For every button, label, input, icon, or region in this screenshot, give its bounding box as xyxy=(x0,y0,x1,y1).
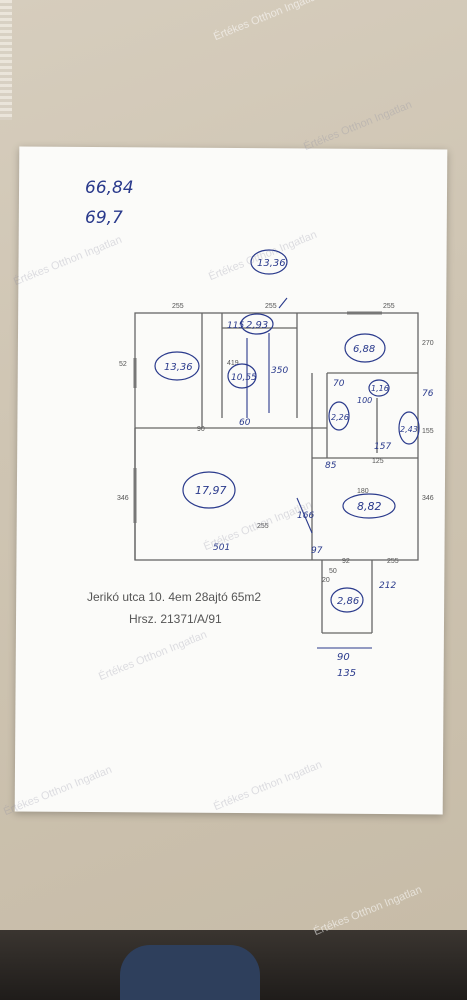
walls xyxy=(134,312,419,634)
dim-right-270: 270 xyxy=(422,340,434,347)
address-line-2: Hrsz. 21371/A/91 xyxy=(129,612,222,626)
dim-419: 419 xyxy=(227,360,239,367)
floor-plan-drawing: 66,84 69,7 13,36 255 255 255 270 xyxy=(85,178,434,679)
room-13-36: 13,36 xyxy=(164,362,193,373)
hand-76: 76 xyxy=(422,389,434,399)
dim-top-left: 255 xyxy=(172,303,184,310)
hand-135: 135 xyxy=(337,668,356,679)
room-17-97: 17,97 xyxy=(195,484,227,497)
dim-90: 90 xyxy=(197,426,205,433)
windows xyxy=(133,311,382,523)
hand-115: 115 xyxy=(227,321,244,331)
hand-157: 157 xyxy=(374,442,391,452)
dim-top-right: 255 xyxy=(383,303,395,310)
hand-60: 60 xyxy=(239,418,251,428)
address-line-1: Jerikó utca 10. 4em 28ajtó 65m2 xyxy=(87,590,261,604)
hand-90: 90 xyxy=(337,652,350,663)
hand-85: 85 xyxy=(325,461,337,471)
hand-350: 350 xyxy=(271,366,288,376)
note-area-2: 69,7 xyxy=(85,208,123,228)
dim-180: 180 xyxy=(357,488,369,495)
hand-marks xyxy=(246,297,372,649)
room-10-55: 10,55 xyxy=(231,373,257,383)
hand-501: 501 xyxy=(213,543,230,553)
hand-97: 97 xyxy=(311,546,323,556)
hand-100: 100 xyxy=(357,396,372,405)
dim-left-52: 52 xyxy=(119,361,127,368)
person-leg xyxy=(120,945,260,1000)
room-6-88: 6,88 xyxy=(353,344,375,355)
hand-70: 70 xyxy=(333,379,345,389)
dim-bottom-255: 255 xyxy=(387,558,399,565)
dim-top-mid: 255 xyxy=(265,303,277,310)
room-1-16: 1,16 xyxy=(371,384,389,393)
dim-92: 92 xyxy=(342,558,350,565)
room-circles xyxy=(154,313,420,613)
dim-inner-255: 255 xyxy=(257,523,269,530)
room-2-86: 2,86 xyxy=(337,596,359,607)
room-2-43: 2,43 xyxy=(400,425,418,434)
room-2-93: 2,93 xyxy=(246,320,268,331)
dim-125: 125 xyxy=(372,458,384,465)
dim-right-155: 155 xyxy=(422,428,434,435)
dim-right-346: 346 xyxy=(422,495,434,502)
room-2-26: 2,26 xyxy=(331,413,349,422)
blanket-fringe xyxy=(0,0,12,120)
room-8-82: 8,82 xyxy=(357,500,382,513)
hand-212: 212 xyxy=(379,581,396,591)
dim-50: 50 xyxy=(329,568,337,575)
note-area-1: 66,84 xyxy=(85,178,134,198)
hand-166: 166 xyxy=(297,511,314,521)
dim-20: 20 xyxy=(322,577,330,584)
room-label-top: 13,36 xyxy=(257,258,286,269)
dim-left-346: 346 xyxy=(117,495,129,502)
